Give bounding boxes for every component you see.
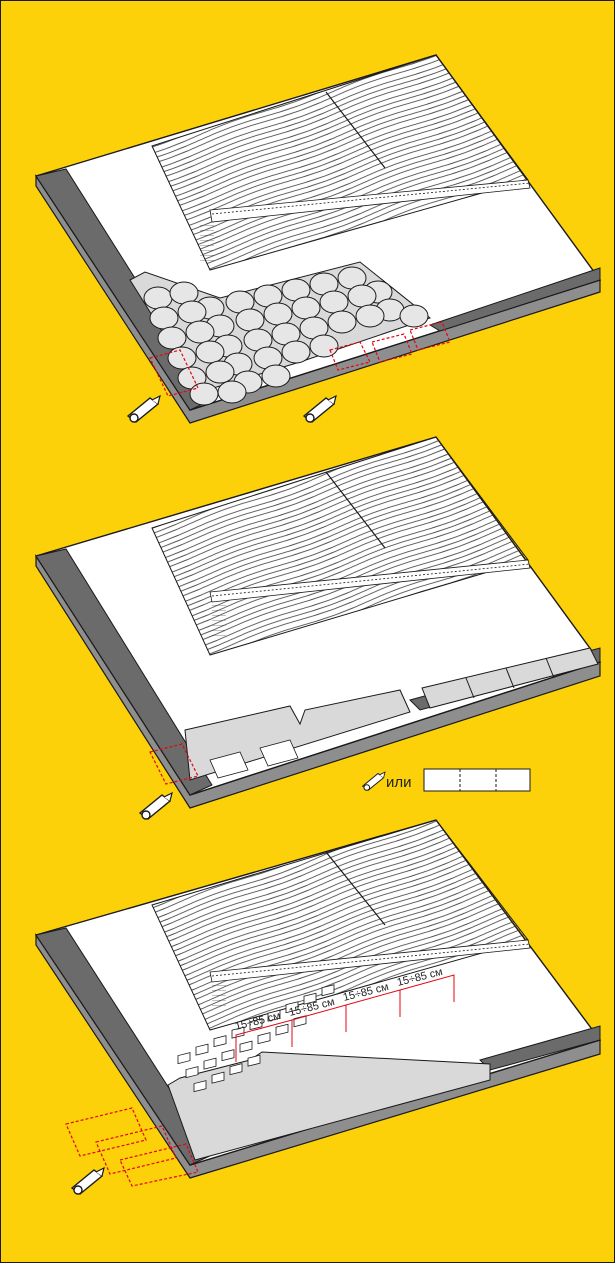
panel-3: 15÷85 см 15÷85 см 15÷85 см 15÷85 см — [36, 820, 600, 1194]
knife-icon — [72, 1168, 104, 1194]
knife-icon — [140, 793, 172, 819]
or-label: или — [386, 774, 412, 791]
panel-2: или — [36, 437, 600, 819]
panel-1 — [36, 55, 600, 423]
starter-strip-swatch — [424, 769, 530, 791]
knife-icon — [128, 396, 160, 422]
knife-icon — [304, 396, 336, 422]
knife-icon — [363, 772, 385, 790]
